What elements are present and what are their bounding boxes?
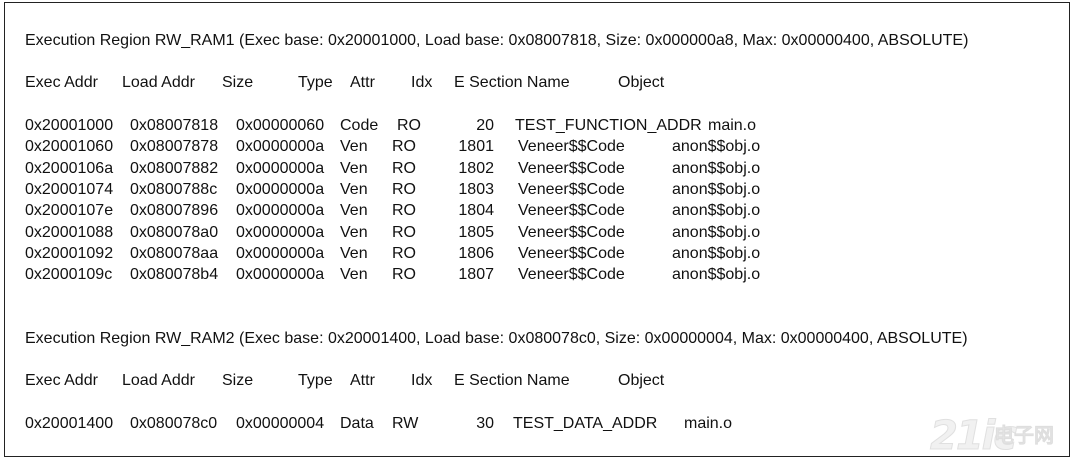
table-cell: RO <box>392 202 416 220</box>
table-cell: Ven <box>340 223 368 241</box>
table-cell: anon$$obj.o <box>672 266 761 284</box>
table-cell: main.o <box>684 415 733 432</box>
column-header: Load Addr <box>122 372 195 389</box>
table-cell: 1803 <box>458 180 494 198</box>
table-cell: 30 <box>476 415 494 432</box>
table-cell: Veneer$$Code <box>518 244 625 262</box>
table-cell: 0x2000109c <box>25 266 113 284</box>
table-cell: Veneer$$Code <box>518 138 625 156</box>
table-cell: 0x00000060 <box>236 117 325 134</box>
table-cell: Veneer$$Code <box>518 266 625 284</box>
table-cell: anon$$obj.o <box>672 180 761 198</box>
column-header: Idx <box>411 74 433 91</box>
table-cell: Veneer$$Code <box>518 180 625 198</box>
table-cell: Ven <box>340 266 368 284</box>
table-cell: 0x08007896 <box>130 202 219 220</box>
table-cell: Ven <box>340 180 368 198</box>
execution-region-title: Execution Region RW_RAM1 (Exec base: 0x2… <box>25 32 969 49</box>
table-cell: Veneer$$Code <box>518 223 625 241</box>
column-header: Exec Addr <box>25 372 98 389</box>
column-header: Idx <box>411 372 433 389</box>
table-cell: RO <box>392 266 416 284</box>
table-cell: 0x0000000a <box>236 138 325 156</box>
table-cell: Ven <box>340 138 368 156</box>
table-cell: 0x08007818 <box>130 117 219 134</box>
table-cell: 0x20001092 <box>25 244 114 262</box>
table-cell: 1801 <box>458 138 494 156</box>
table-cell: 0x0000000a <box>236 223 325 241</box>
table-cell: anon$$obj.o <box>672 159 761 177</box>
table-cell: Ven <box>340 202 368 220</box>
table-cell: 1805 <box>458 223 494 241</box>
table-cell: Code <box>340 117 379 134</box>
table-cell: RW <box>392 415 419 432</box>
column-header: Type <box>298 74 333 91</box>
column-header: Object <box>618 372 665 389</box>
column-header: Size <box>222 74 254 91</box>
table-cell: RO <box>392 244 416 262</box>
column-header: Type <box>298 372 333 389</box>
table-cell: 0x0000000a <box>236 159 325 177</box>
table-cell: Veneer$$Code <box>518 202 625 220</box>
table-cell: anon$$obj.o <box>672 223 761 241</box>
column-header: Size <box>222 372 254 389</box>
table-cell: Ven <box>340 159 368 177</box>
table-cell: RO <box>392 223 416 241</box>
table-cell: 0x20001400 <box>25 415 114 432</box>
table-cell: 0x0800788c <box>130 180 218 198</box>
table-cell: 0x0000000a <box>236 180 325 198</box>
table-cell: Veneer$$Code <box>518 159 625 177</box>
table-cell: main.o <box>708 117 757 134</box>
table-cell: 0x080078b4 <box>130 266 219 284</box>
site-watermark-logo: 21ic 电子网 <box>929 413 1070 460</box>
table-cell: 0x08007882 <box>130 159 219 177</box>
execution-region-title: Execution Region RW_RAM2 (Exec base: 0x2… <box>25 330 968 347</box>
column-header: E Section Name <box>454 74 570 91</box>
table-cell: 0x080078aa <box>130 244 219 262</box>
document-frame <box>4 2 1070 457</box>
table-cell: 0x20001074 <box>25 180 114 198</box>
table-cell: TEST_FUNCTION_ADDR <box>515 117 702 134</box>
table-cell: TEST_DATA_ADDR <box>513 415 658 432</box>
table-cell: anon$$obj.o <box>672 244 761 262</box>
table-cell: Data <box>340 415 374 432</box>
table-cell: RO <box>392 159 416 177</box>
table-cell: RO <box>392 180 416 198</box>
table-cell: Ven <box>340 244 368 262</box>
table-cell: 0x2000106a <box>25 159 114 177</box>
column-header: Object <box>618 74 665 91</box>
column-header: E Section Name <box>454 372 570 389</box>
column-header: Load Addr <box>122 74 195 91</box>
table-cell: 0x080078a0 <box>130 223 219 241</box>
column-header: Attr <box>350 74 375 91</box>
table-cell: 0x080078c0 <box>130 415 218 432</box>
table-cell: 0x0000000a <box>236 202 325 220</box>
watermark-text: 电子网 <box>994 423 1055 448</box>
table-cell: 0x20001060 <box>25 138 114 156</box>
table-cell: 0x0000000a <box>236 266 325 284</box>
table-cell: 0x20001088 <box>25 223 114 241</box>
table-cell: 0x20001000 <box>25 117 114 134</box>
column-header: Attr <box>350 372 375 389</box>
table-cell: 1802 <box>458 159 494 177</box>
table-cell: 1806 <box>458 244 494 262</box>
table-cell: anon$$obj.o <box>672 202 761 220</box>
table-cell: 0x0000000a <box>236 244 325 262</box>
table-cell: RO <box>392 138 416 156</box>
watermark-number: 21ic <box>929 413 1017 460</box>
table-cell: 0x00000004 <box>236 415 325 432</box>
table-cell: 0x2000107e <box>25 202 114 220</box>
table-cell: 20 <box>476 117 494 134</box>
table-cell: anon$$obj.o <box>672 138 761 156</box>
table-cell: RO <box>397 117 421 134</box>
table-cell: 1804 <box>458 202 494 220</box>
table-cell: 1807 <box>458 266 494 284</box>
column-header: Exec Addr <box>25 74 98 91</box>
table-cell: 0x08007878 <box>130 138 219 156</box>
